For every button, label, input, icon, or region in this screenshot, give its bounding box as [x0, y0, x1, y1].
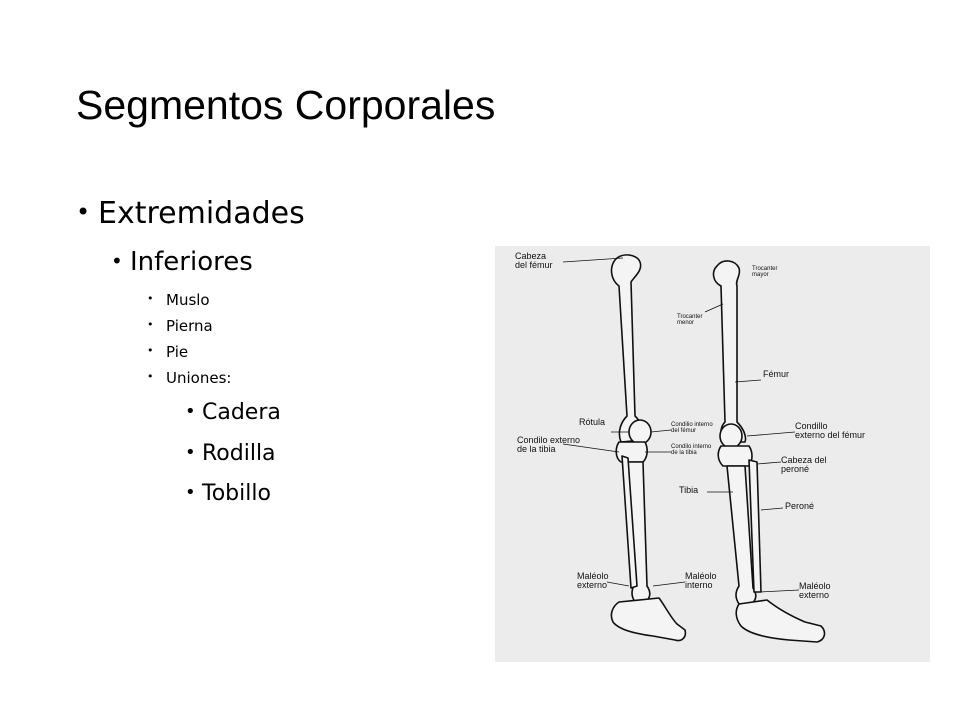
- bullet-dot: •: [147, 344, 154, 357]
- bullet-text: Extremidades: [98, 196, 305, 231]
- label-trocanter-menor: Trocanter menor: [677, 314, 703, 326]
- label-femur: Fémur: [763, 369, 790, 379]
- leg-skeleton-figure: Cabeza del fémur Trocanter mayor Trocant…: [495, 246, 930, 662]
- label-cabeza-perone: Cabeza del peroné: [781, 455, 827, 474]
- bullet-muslo: • Muslo: [147, 291, 210, 309]
- label-maleolo-interno: Maléolo interno: [685, 571, 717, 590]
- bullet-dot: •: [147, 292, 154, 305]
- label-rotula: Rótula: [579, 417, 606, 427]
- leader-trocanter-menor: [704, 303, 724, 313]
- right-femur: [712, 260, 747, 443]
- bullet-extremidades: • Extremidades: [76, 196, 305, 231]
- slide-title: Segmentos Corporales: [76, 82, 496, 128]
- bullet-pie: • Pie: [147, 343, 189, 361]
- bullet-dot: •: [147, 318, 154, 331]
- bullet-text: Tobillo: [202, 481, 271, 506]
- label-cabeza-femur: Cabeza del fémur: [515, 251, 553, 270]
- leg-bones-illustration: [562, 254, 826, 643]
- bullet-text: Inferiores: [130, 247, 253, 277]
- bullet-cadera: • Cadera: [185, 400, 281, 425]
- label-condilo-interno-tibia: Condilo interno de la tibia: [671, 444, 712, 456]
- leader-condilo-interno-femur: [650, 429, 672, 433]
- label-condilo-interno-femur: Condilio interno del fémur: [671, 422, 713, 434]
- bullet-dot: •: [111, 249, 123, 273]
- leader-femur: [734, 379, 762, 383]
- left-patella: [628, 419, 652, 445]
- leader-cabeza-perone: [756, 461, 782, 465]
- bullet-rodilla: • Rodilla: [185, 441, 276, 466]
- bullet-pierna: • Pierna: [147, 317, 213, 335]
- label-maleolo-externo-right: Maléolo externo: [799, 581, 831, 600]
- bullet-text: Muslo: [166, 291, 210, 309]
- right-patella: [719, 423, 743, 449]
- label-tibia: Tibia: [679, 485, 699, 495]
- leader-maleolo-externo-right: [758, 589, 800, 593]
- leader-perone: [760, 507, 784, 511]
- bullet-text: Pierna: [166, 317, 213, 335]
- left-femur: [610, 254, 645, 443]
- bullet-dot: •: [185, 442, 196, 463]
- left-foot: [610, 597, 687, 642]
- bullet-text: Pie: [166, 343, 189, 361]
- leader-maleolo-interno: [652, 581, 686, 587]
- label-trocanter-mayor: Trocanter mayor: [752, 266, 778, 278]
- bullet-dot: •: [147, 370, 154, 383]
- bullet-dot: •: [185, 482, 196, 503]
- bullet-text: Rodilla: [202, 441, 276, 466]
- bullet-dot: •: [76, 198, 91, 226]
- bullet-tobillo: • Tobillo: [185, 481, 271, 506]
- bullet-text: Cadera: [202, 400, 281, 425]
- right-knee-joint: [717, 445, 753, 467]
- label-maleolo-externo-left: Maléolo externo: [577, 571, 609, 590]
- leader-condilo-externo-tibia: [562, 443, 620, 453]
- left-knee-joint: [615, 441, 648, 463]
- leader-cabeza-femur: [562, 257, 624, 263]
- bullet-dot: •: [185, 401, 196, 422]
- leader-condilo-externo-femur: [746, 431, 796, 437]
- bullet-uniones: • Uniones:: [147, 369, 232, 387]
- label-perone: Peroné: [785, 501, 815, 511]
- bullet-inferiores: • Inferiores: [111, 247, 253, 277]
- right-foot: [735, 599, 826, 643]
- label-condilo-externo-tibia: Condilo externo de la tibia: [517, 435, 581, 454]
- left-fibula: [621, 455, 638, 589]
- label-condilo-externo-femur: Condillo externo del fémur: [795, 421, 866, 440]
- leader-maleolo-externo-left: [606, 581, 630, 587]
- bullet-text: Uniones:: [166, 369, 232, 387]
